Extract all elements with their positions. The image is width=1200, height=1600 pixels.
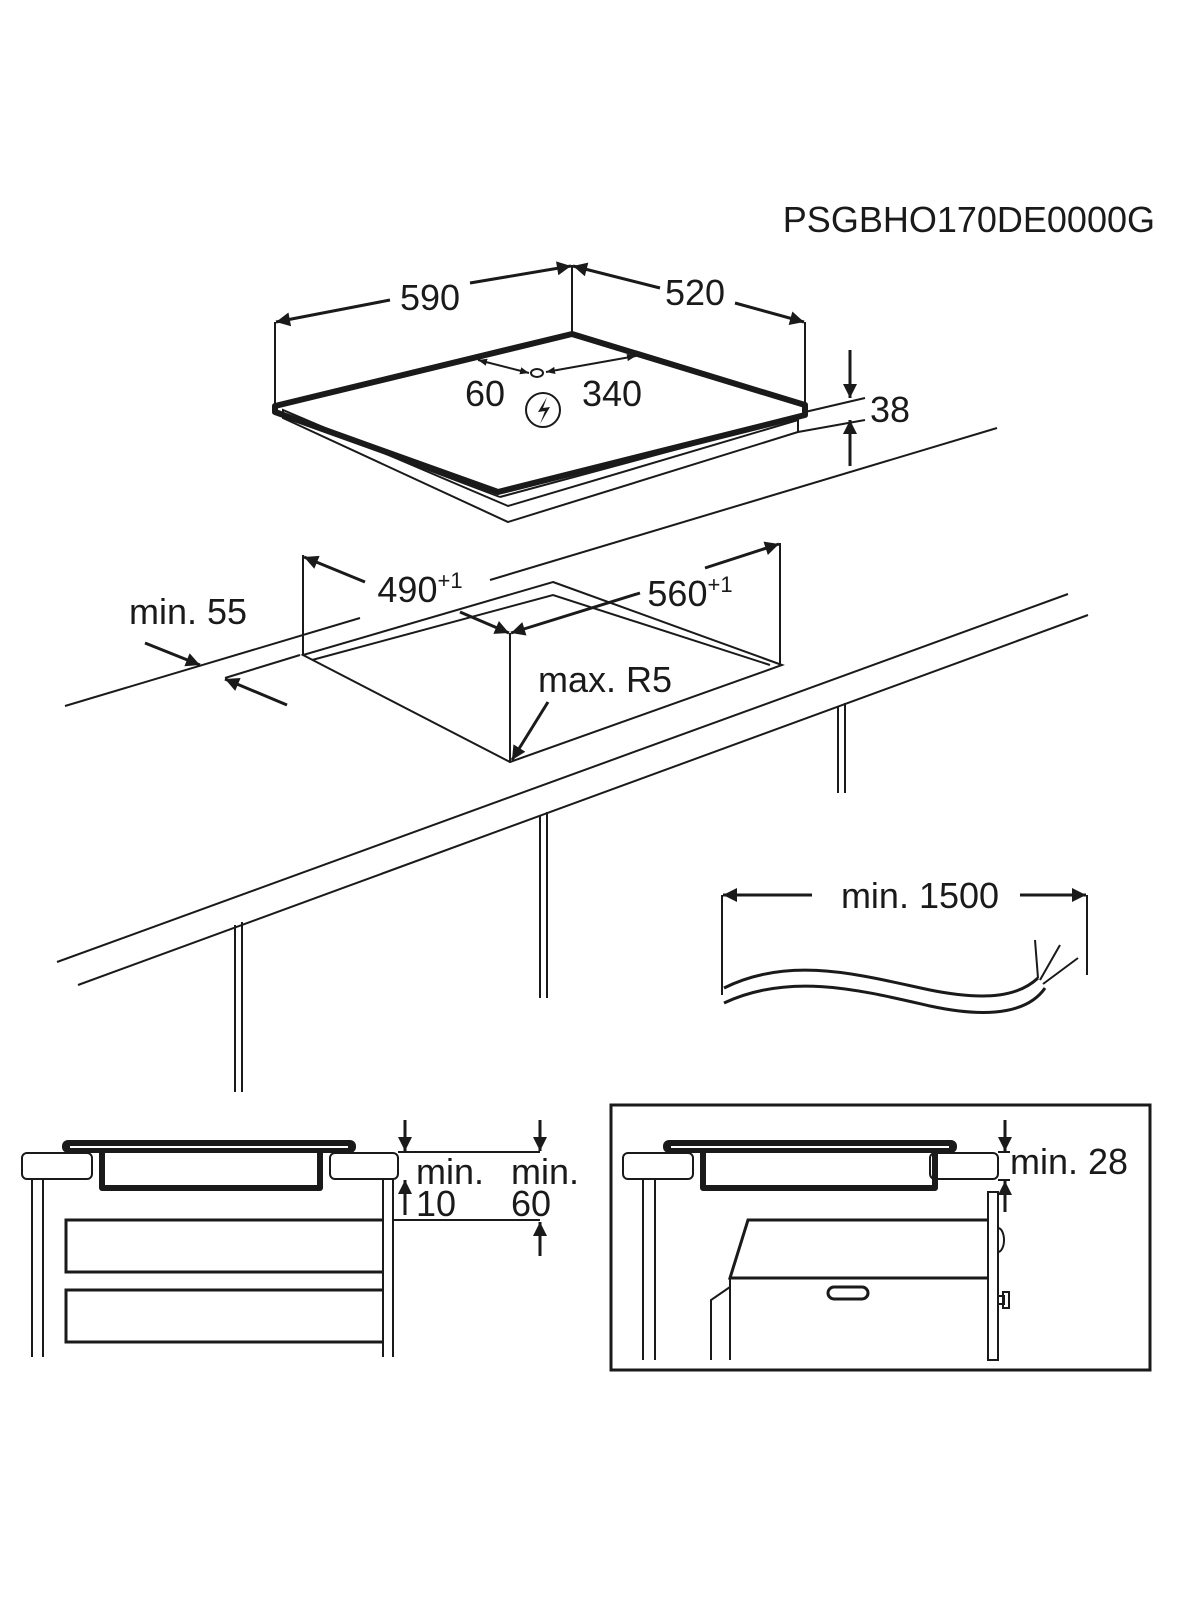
hob-top-view xyxy=(272,261,866,524)
hob-depth-label: 520 xyxy=(665,272,725,313)
clearance-60-min: min. xyxy=(511,1151,579,1192)
cutout-depth: 490 xyxy=(377,569,437,610)
drawer-cabinet-section xyxy=(21,1120,547,1357)
hob-height-label: 38 xyxy=(870,389,910,430)
oven-clearance-label: min. 28 xyxy=(1010,1141,1128,1182)
clearance-10-min: min. xyxy=(416,1151,484,1192)
oven-cabinet-section xyxy=(609,1103,1152,1372)
lightning-icon xyxy=(525,392,561,428)
cable-length-label: min. 1500 xyxy=(841,875,999,916)
cutout-depth-label: 490+1 xyxy=(377,568,462,610)
connection-left-label: 60 xyxy=(465,373,505,414)
cutout-width: 560 xyxy=(647,573,707,614)
cutout-width-label: 560+1 xyxy=(647,572,732,614)
countertop xyxy=(56,427,1089,1092)
front-distance-label: min. 55 xyxy=(129,591,247,632)
corner-radius-label: max. R5 xyxy=(538,659,672,700)
power-cable xyxy=(721,888,1088,1014)
cutout-depth-tolerance: +1 xyxy=(437,568,462,593)
cutout-width-tolerance: +1 xyxy=(707,572,732,597)
model-code: PSGBHO170DE0000G xyxy=(783,199,1155,240)
hob-width-label: 590 xyxy=(400,277,460,318)
clearance-60-value: 60 xyxy=(511,1183,551,1224)
clearance-10-value: 10 xyxy=(416,1183,456,1224)
connection-right-label: 340 xyxy=(582,373,642,414)
